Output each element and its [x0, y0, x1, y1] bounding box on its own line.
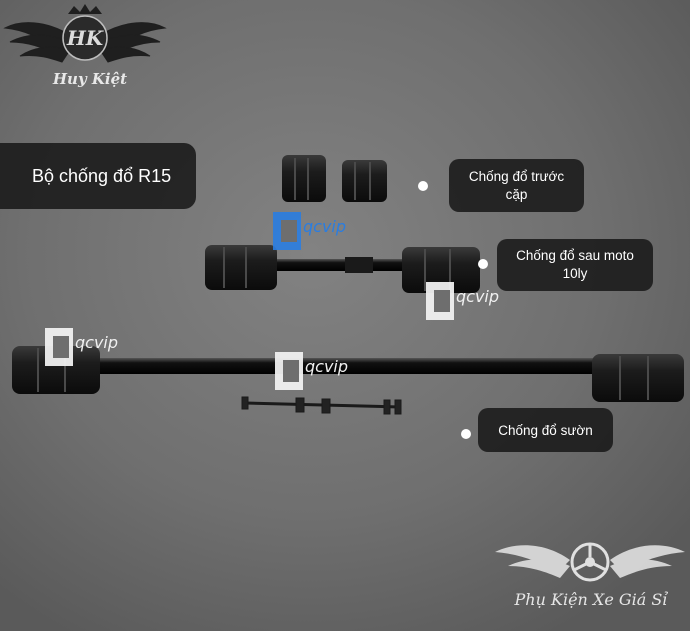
- rear-slider: [205, 245, 480, 293]
- watermark-qcvip-1: qcvip: [273, 212, 346, 250]
- label-main-product: Bộ chống đổ R15: [0, 143, 196, 209]
- label-rear-line2: 10ly: [562, 266, 588, 281]
- label-side-text: Chống đổ sườn: [498, 422, 593, 438]
- label-main-text: Bộ chống đổ R15: [32, 165, 172, 186]
- brand-name-top: Huy Kiệt: [52, 70, 128, 88]
- pointer-dot-side: [461, 429, 471, 439]
- logo-monogram: HK: [66, 26, 105, 50]
- label-rear-slider: Chống đổ sau moto 10ly: [497, 239, 653, 291]
- phu-kien-xe-logo: [495, 542, 685, 582]
- watermark-text: qcvip: [303, 217, 346, 236]
- huy-kiet-logo: HK: [3, 4, 167, 63]
- watermark-text: qcvip: [75, 333, 118, 352]
- watermark-qcvip-3: qcvip: [45, 328, 118, 366]
- bolt-kit: [241, 396, 402, 415]
- label-side-slider: Chống đổ sườn: [478, 408, 613, 452]
- watermark-qcvip-4: qcvip: [275, 352, 348, 390]
- label-front-slider: Chống đổ trước cặp: [449, 159, 584, 212]
- label-front-line2: cặp: [505, 186, 528, 202]
- label-front-line1: Chống đổ trước: [468, 168, 565, 184]
- watermark-qcvip-2: qcvip: [426, 282, 499, 320]
- brand-name-bottom: Phụ Kiện Xe Giá Sỉ: [514, 590, 668, 609]
- label-rear-line1: Chống đổ sau moto: [516, 248, 634, 264]
- watermark-text: qcvip: [456, 287, 499, 306]
- side-slider: [12, 346, 684, 402]
- watermark-text: qcvip: [305, 357, 348, 376]
- pointer-dot-front: [418, 181, 428, 191]
- front-slider-pair: [282, 155, 387, 202]
- pointer-dot-rear: [478, 259, 488, 269]
